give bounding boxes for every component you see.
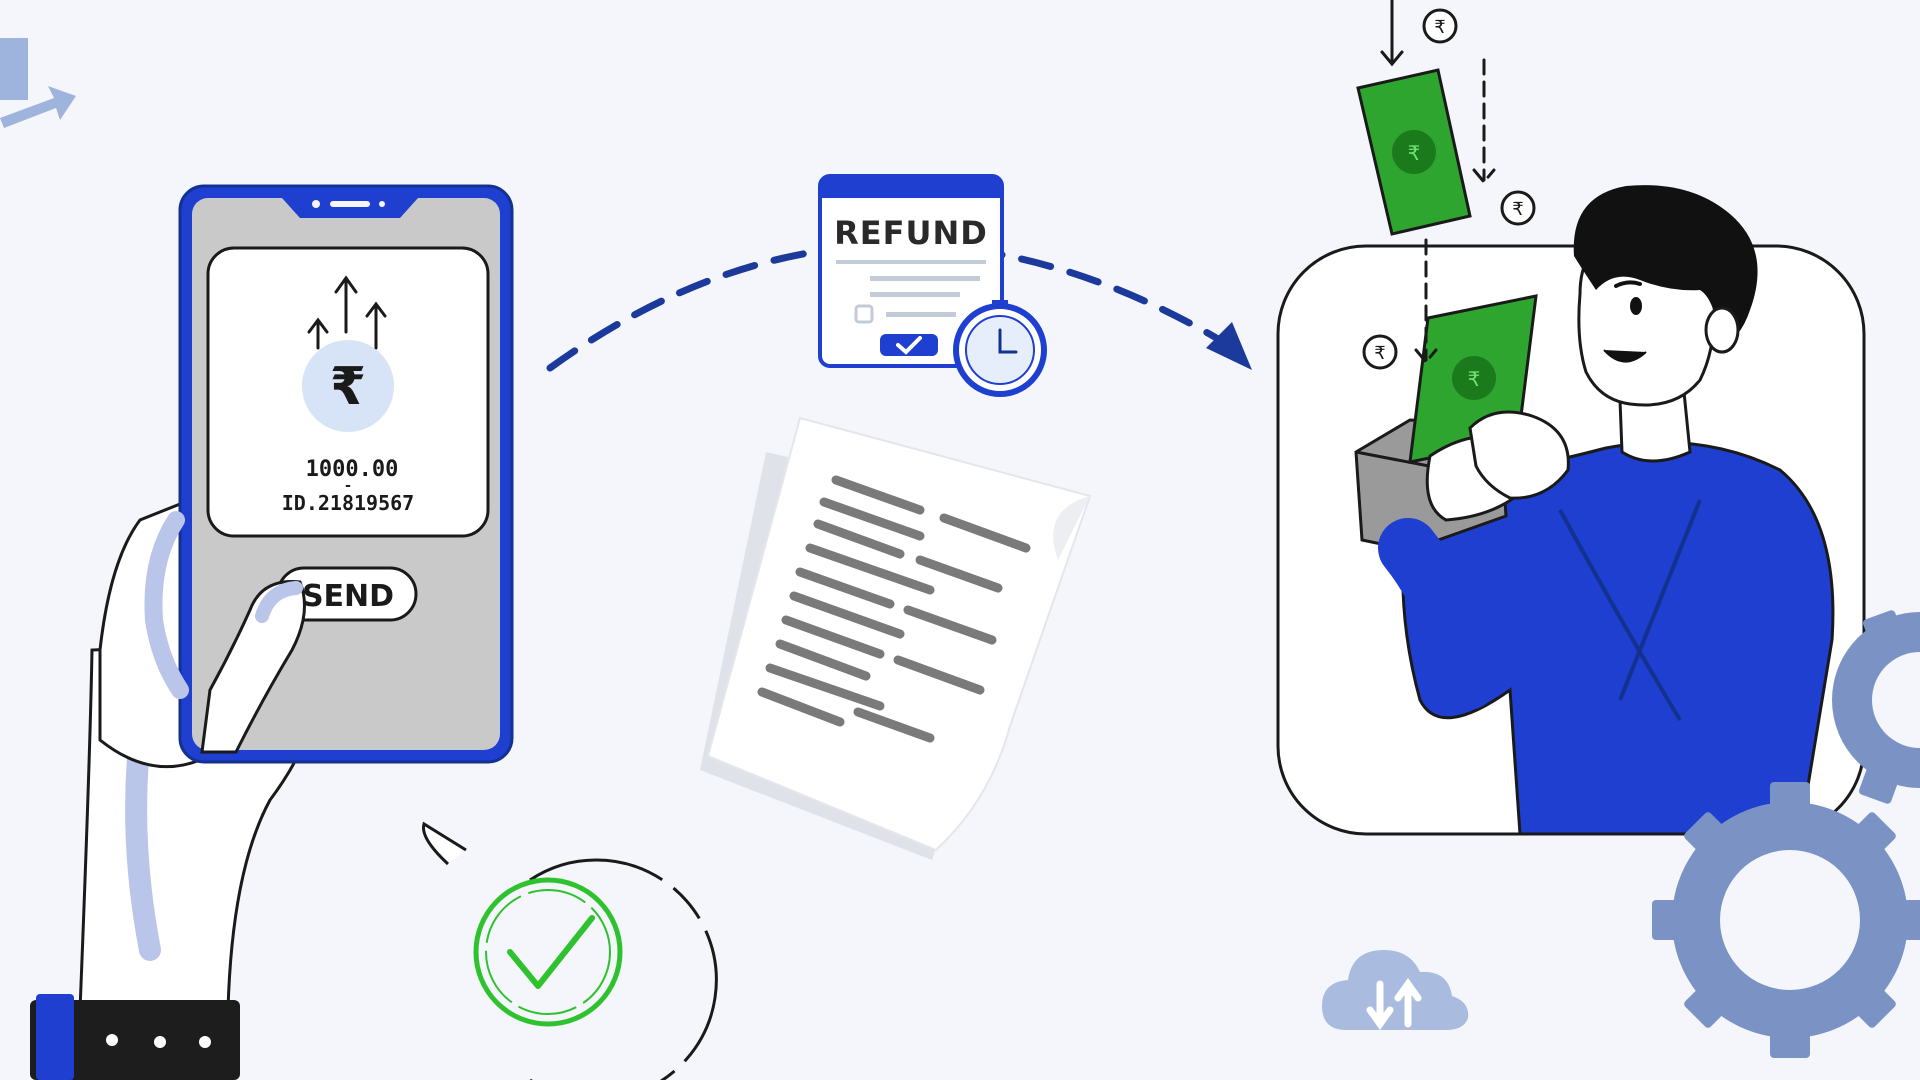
svg-text:₹: ₹ <box>1374 343 1385 364</box>
rupee-icon <box>302 340 394 432</box>
corner-arrow-icon <box>0 38 76 128</box>
svg-text:₹: ₹ <box>1512 199 1523 220</box>
upload-arrows-icon <box>307 275 387 350</box>
payment-card: ₹ 1000.00 - ID.21819567 <box>206 246 490 538</box>
refund-document: REFUND <box>818 174 1047 397</box>
currency-symbol: ₹ <box>330 357 366 417</box>
svg-text:₹: ₹ <box>1408 141 1421 165</box>
refund-title: REFUND <box>834 214 988 252</box>
hair <box>1573 185 1758 346</box>
recipient-scene: ₹ <box>1276 185 1866 836</box>
approved-check-icon <box>880 334 938 356</box>
gear-small-icon <box>1832 610 1920 804</box>
eye <box>1630 297 1642 315</box>
rupee-badge-3: ₹ <box>1362 334 1398 370</box>
clock-icon <box>953 300 1047 397</box>
cloud-sync-icon <box>1322 950 1469 1031</box>
transfer-arrowhead-icon <box>1206 322 1252 370</box>
wristwatch <box>30 994 240 1080</box>
receipt-paper <box>700 416 1092 860</box>
send-button[interactable]: SEND <box>276 566 418 622</box>
hand-right <box>1468 410 1570 500</box>
gear-icon <box>1652 782 1920 1058</box>
success-bubble <box>422 821 718 1080</box>
send-button-label: SEND <box>302 579 394 614</box>
falling-arrows <box>1380 0 1496 365</box>
amount-separator: - <box>344 478 352 494</box>
svg-text:₹: ₹ <box>1434 17 1445 38</box>
check-circle-icon <box>473 877 623 1027</box>
rupee-badge-2: ₹ <box>1500 190 1536 226</box>
transaction-id: ID.21819567 <box>282 491 414 515</box>
rupee-badge-1: ₹ <box>1422 8 1458 44</box>
amount-value: 1000.00 <box>306 457 399 482</box>
svg-text:₹: ₹ <box>1468 367 1481 391</box>
thumb <box>144 511 306 754</box>
falling-banknote: ₹ <box>1356 68 1472 236</box>
